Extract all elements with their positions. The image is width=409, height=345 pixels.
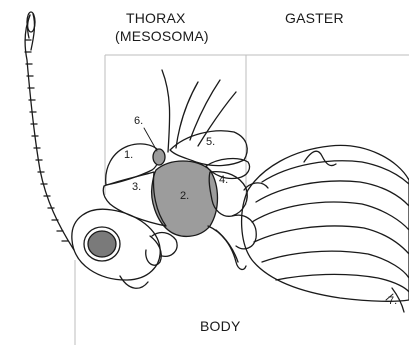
part-label-3: 3.	[132, 181, 141, 193]
part-label-2: 2.	[180, 190, 189, 202]
thorax-label: THORAX	[126, 10, 186, 26]
part-label-4: 4.	[219, 174, 228, 186]
antenna	[25, 12, 74, 250]
body-label: BODY	[200, 318, 240, 334]
part-label-1: 1.	[124, 149, 133, 161]
gaster	[242, 145, 409, 312]
part-label-6: 6.	[134, 115, 143, 127]
leader-6	[144, 128, 157, 151]
wing-veins	[162, 70, 236, 152]
compound-eye	[88, 231, 116, 257]
part-label-5: 5.	[206, 136, 215, 148]
tegula	[153, 149, 165, 165]
mandible	[120, 276, 148, 288]
petiole	[244, 183, 268, 190]
part-label-7: 7.	[388, 295, 397, 307]
gaster-tergites	[252, 161, 409, 292]
mesosoma-label: (MESOSOMA)	[115, 28, 209, 44]
region-dividers	[75, 55, 409, 345]
antenna-segments	[25, 40, 68, 241]
gaster-label: GASTER	[285, 10, 344, 26]
